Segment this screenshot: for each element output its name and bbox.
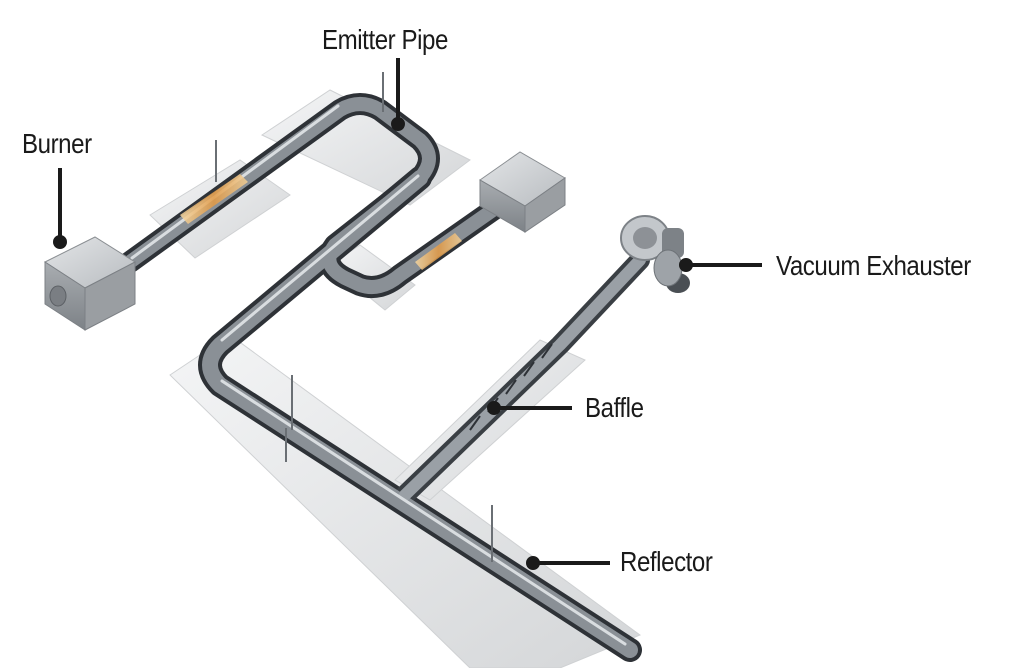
callout-leader-lines [53, 58, 762, 570]
label-baffle: Baffle [585, 392, 644, 423]
secondary-burner-box [479, 151, 566, 233]
label-emitter-pipe: Emitter Pipe [322, 24, 448, 55]
label-reflector: Reflector [620, 546, 713, 577]
flame-section-main [180, 174, 248, 224]
baffle-pipe [399, 254, 646, 501]
vacuum-exhauster-unit [620, 215, 690, 293]
pipe-hangers [215, 72, 493, 562]
label-burner: Burner [22, 128, 92, 159]
label-vacuum-exhauster: Vacuum Exhauster [776, 250, 971, 281]
emitter-pipe-network [119, 93, 650, 662]
burner-flames [180, 174, 462, 270]
flame-section-secondary [415, 233, 462, 270]
emitter-pipe-lower [202, 170, 638, 658]
burner-box [43, 236, 137, 331]
